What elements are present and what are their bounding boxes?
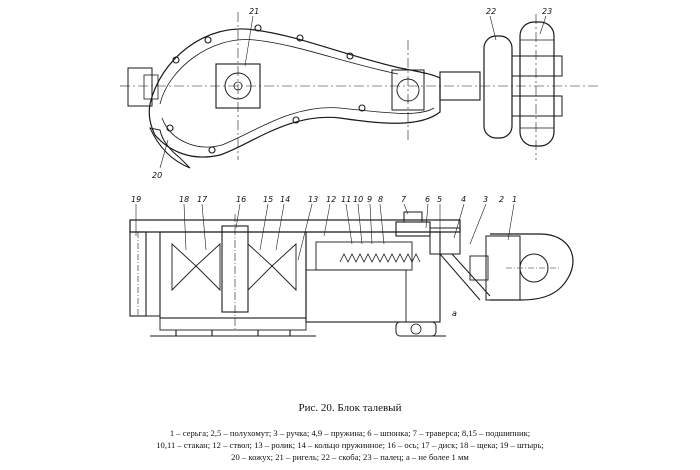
callout-11: 11 xyxy=(341,195,351,204)
callout-18: 18 xyxy=(179,195,189,204)
callout-8: 8 xyxy=(378,195,383,204)
callout-13: 13 xyxy=(308,195,318,204)
bearing-boss xyxy=(215,63,261,109)
callout-21: 21 xyxy=(249,7,259,16)
callout-19: 19 xyxy=(131,195,141,204)
figure-title: Рис. 20. Блок талевый xyxy=(298,402,402,414)
callout-2: 2 xyxy=(499,195,504,204)
callout-22: 22 xyxy=(486,7,496,16)
callout-23: 23 xyxy=(542,7,552,16)
callout-5: 5 xyxy=(437,195,442,204)
top-view-leaders xyxy=(159,15,547,169)
callout-17: 17 xyxy=(197,195,208,204)
callout-7: 7 xyxy=(401,195,407,204)
shackle-1 xyxy=(490,233,574,301)
casing-outline xyxy=(148,28,441,158)
callout-9: 9 xyxy=(367,195,372,204)
callout-20: 20 xyxy=(152,171,162,180)
legend-line: 20 – кожух; 21 – ригель; 22 – скоба; 23 … xyxy=(231,452,469,462)
callout-10: 10 xyxy=(353,195,363,204)
legend-line: 10,11 – стакан; 12 – ствол; 13 – ролик; … xyxy=(156,440,544,450)
top-view xyxy=(120,12,600,169)
stirrup-22 xyxy=(483,35,513,139)
callout-6: 6 xyxy=(425,195,430,204)
figure-legend: 1 – серьга; 2,5 – полухомут; 3 – ручка; … xyxy=(0,427,700,463)
callout-12: 12 xyxy=(326,195,336,204)
pin-23 xyxy=(519,21,555,147)
side-view-leaders xyxy=(135,203,515,261)
callout-14: 14 xyxy=(280,195,290,204)
callout-3: 3 xyxy=(483,195,488,204)
side-view xyxy=(129,211,574,337)
callout-a: a xyxy=(452,309,457,318)
callout-1: 1 xyxy=(512,195,517,204)
callout-15: 15 xyxy=(263,195,273,204)
legend-line: 1 – серьга; 2,5 – полухомут; 3 – ручка; … xyxy=(169,428,531,438)
callout-16: 16 xyxy=(236,195,246,204)
callout-4: 4 xyxy=(461,195,466,204)
